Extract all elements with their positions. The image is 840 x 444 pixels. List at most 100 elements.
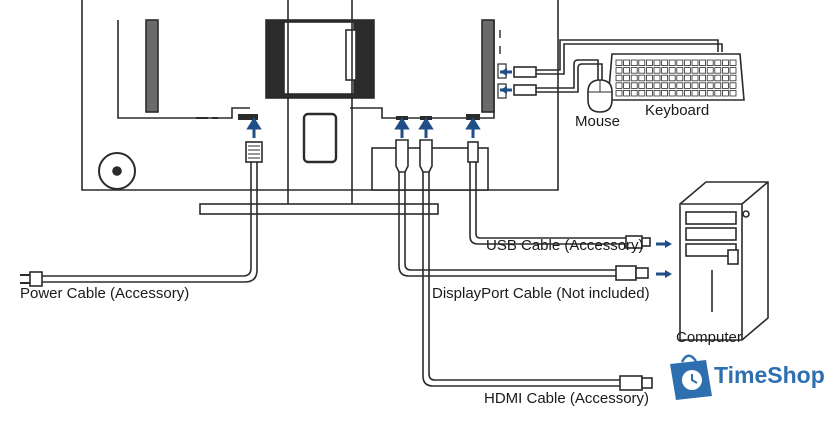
keyboard-key — [653, 82, 661, 89]
keyboard-key — [714, 74, 722, 82]
displayport-cable — [395, 139, 649, 281]
keyboard-key — [630, 90, 638, 97]
keyboard-key — [623, 90, 630, 97]
keyboard-key — [661, 67, 668, 74]
keyboard-key — [630, 59, 638, 66]
keyboard-key — [615, 59, 623, 66]
hdmi-cable-label: HDMI Cable (Accessory) — [484, 390, 650, 407]
keyboard-key — [676, 90, 684, 97]
keyboard-key — [676, 67, 684, 74]
keyboard-key — [615, 74, 623, 82]
keyboard-key — [676, 59, 684, 66]
keyboard-key — [722, 82, 729, 89]
keyboard-key — [668, 67, 676, 74]
peripheral-cables — [513, 39, 723, 96]
keyboard-key — [668, 90, 676, 97]
mouse-illustration — [587, 79, 613, 113]
keyboard-key — [684, 74, 691, 82]
timeshop-logo-icon — [670, 354, 712, 400]
keyboard-key — [615, 90, 623, 97]
keyboard-key — [729, 90, 737, 97]
port-arrows — [246, 68, 672, 278]
watermark-text: TimeShop — [714, 362, 825, 388]
keyboard-key — [623, 74, 630, 82]
keyboard-key — [638, 82, 646, 89]
keyboard-key — [615, 82, 623, 89]
keyboard-key — [729, 67, 737, 74]
keyboard-key — [722, 90, 729, 97]
power-cable — [20, 141, 263, 287]
keyboard-key — [684, 82, 691, 89]
keyboard-key — [714, 90, 722, 97]
keyboard-key — [653, 90, 661, 97]
hdmi-cable — [419, 139, 653, 391]
keyboard-key — [653, 67, 661, 74]
keyboard-key — [699, 59, 706, 66]
watermark: TimeShop — [662, 348, 832, 404]
keyboard-key — [699, 67, 706, 74]
keyboard-key — [630, 82, 638, 89]
keyboard-key — [722, 67, 729, 74]
keyboard-key — [646, 59, 653, 66]
keyboard-label: Keyboard — [645, 102, 710, 119]
keyboard-key — [630, 74, 638, 82]
keyboard-key — [684, 67, 691, 74]
power-cable-label: Power Cable (Accessory) — [20, 285, 190, 302]
keyboard-key — [638, 90, 646, 97]
keyboard-key — [661, 90, 668, 97]
keyboard-key — [684, 59, 691, 66]
keyboard-key — [661, 82, 668, 89]
keyboard-key — [623, 82, 630, 89]
keyboard-key — [638, 74, 646, 82]
keyboard-key — [684, 90, 691, 97]
keyboard-key — [706, 59, 714, 66]
mouse-label: Mouse — [575, 113, 621, 130]
keyboard-key — [729, 74, 737, 82]
keyboard-key — [638, 59, 646, 66]
keyboard-key — [623, 67, 630, 74]
monitor-back-panel — [81, 0, 559, 215]
keyboard-key — [646, 67, 653, 74]
keyboard-key — [653, 74, 661, 82]
keyboard-key — [722, 74, 729, 82]
computer-illustration — [679, 181, 769, 341]
keyboard-key — [706, 82, 714, 89]
computer-label: Computer — [676, 329, 742, 346]
keyboard-key — [699, 82, 706, 89]
keyboard-key — [668, 82, 676, 89]
keyboard-key — [714, 82, 722, 89]
keyboard-key — [630, 67, 638, 74]
keyboard-key — [668, 74, 676, 82]
keyboard-key — [706, 67, 714, 74]
keyboard-key — [691, 59, 699, 66]
keyboard-key — [714, 67, 722, 74]
keyboard-key — [646, 82, 653, 89]
keyboard-key — [691, 90, 699, 97]
keyboard-key — [699, 90, 706, 97]
keyboard-key — [661, 74, 668, 82]
keyboard-key — [623, 59, 630, 66]
keyboard-key — [729, 59, 737, 66]
keyboard-key — [653, 59, 661, 66]
keyboard-key — [714, 59, 722, 66]
keyboard-key — [646, 90, 653, 97]
keyboard-illustration — [607, 53, 745, 101]
displayport-cable-label: DisplayPort Cable (Not included) — [432, 285, 650, 302]
usb-cable-label: USB Cable (Accessory) — [486, 237, 644, 254]
usb-cable — [467, 141, 651, 249]
keyboard-key — [691, 82, 699, 89]
keyboard-key — [676, 74, 684, 82]
keyboard-key — [729, 82, 737, 89]
keyboard-key — [638, 67, 646, 74]
keyboard-key — [661, 59, 668, 66]
keyboard-key — [706, 90, 714, 97]
keyboard-key — [706, 74, 714, 82]
keyboard-key — [691, 74, 699, 82]
keyboard-key — [722, 59, 729, 66]
keyboard-key — [691, 67, 699, 74]
keyboard-key — [615, 67, 623, 74]
keyboard-key — [676, 82, 684, 89]
keyboard-key — [646, 74, 653, 82]
keyboard-key — [699, 74, 706, 82]
